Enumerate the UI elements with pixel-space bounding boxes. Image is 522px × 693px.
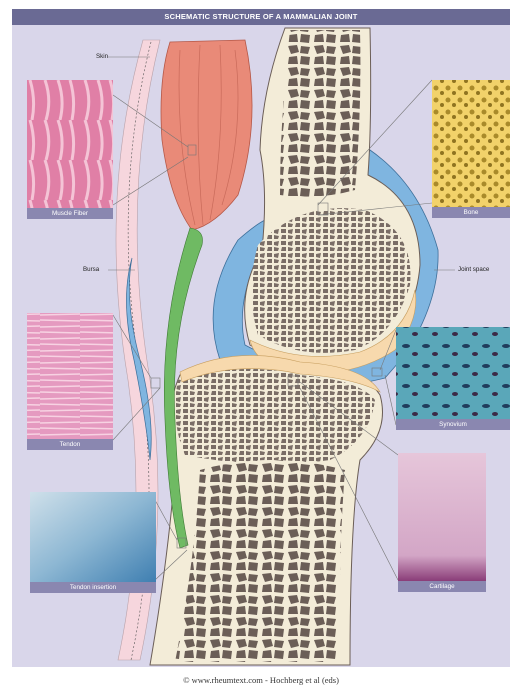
bone-caption: Bone <box>432 207 510 218</box>
synovium-caption: Synovium <box>396 419 510 430</box>
lower-bone-spongy <box>175 369 375 464</box>
bone-image <box>432 80 510 207</box>
muscle-fiber-caption: Muscle Fiber <box>27 208 113 219</box>
skin-label: Skin <box>96 53 108 60</box>
copyright-footer: © www.rheumtext.com - Hochberg et al (ed… <box>0 675 522 685</box>
muscle-fiber-image <box>27 80 113 208</box>
diagram-title: SCHEMATIC STRUCTURE OF A MAMMALIAN JOINT <box>12 9 510 25</box>
cartilage-caption: Cartilage <box>398 581 486 592</box>
joint-space-label: Joint space <box>458 266 489 273</box>
muscle <box>161 40 252 230</box>
tendon-caption: Tendon <box>27 439 113 450</box>
cartilage-image <box>398 453 486 581</box>
bursa-label: Bursa <box>83 266 99 273</box>
lower-bone-marrow <box>175 460 345 662</box>
tendon-insertion-caption: Tendon insertion <box>30 582 156 593</box>
synovium-image <box>396 327 510 419</box>
tendon-insertion-image <box>30 492 156 582</box>
tendon-image <box>27 313 113 439</box>
